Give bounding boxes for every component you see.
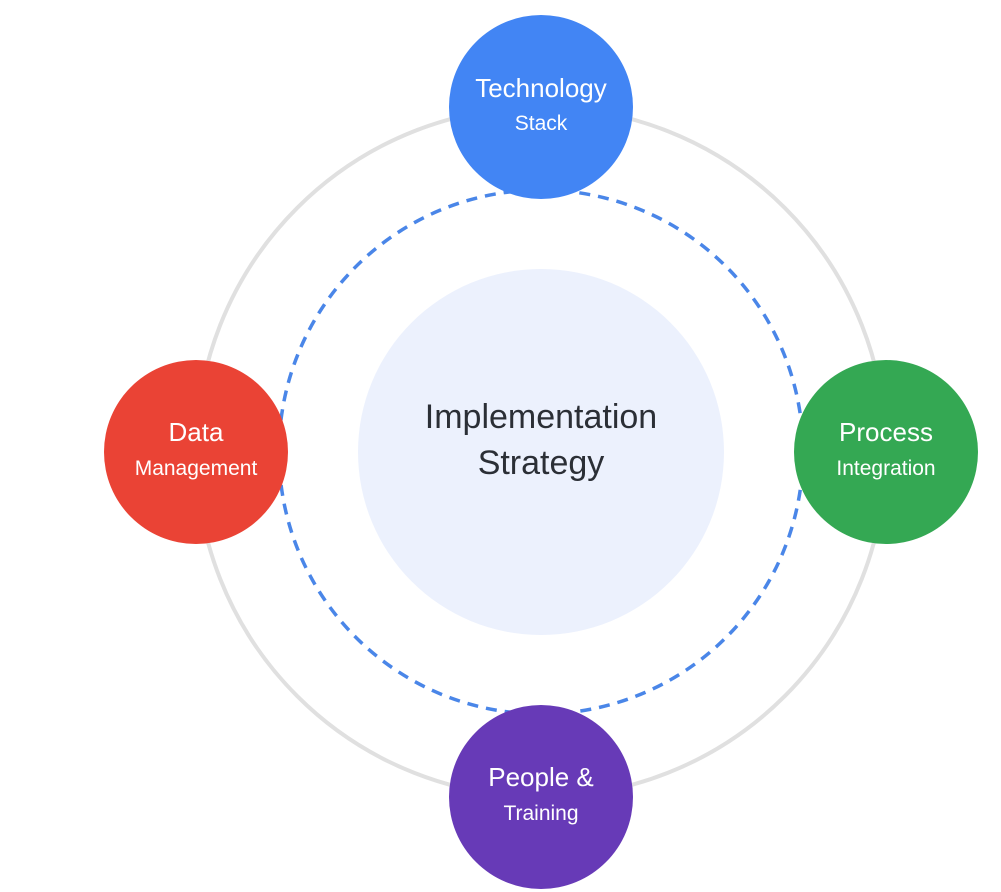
node-technology[interactable]: Technology Stack	[449, 15, 633, 199]
node-technology-title: Technology	[475, 73, 607, 103]
node-people[interactable]: People & Training	[449, 705, 633, 889]
node-technology-subtitle: Stack	[515, 112, 568, 135]
node-data-subtitle: Management	[135, 457, 258, 480]
center-title-line1: Implementation	[425, 398, 657, 436]
node-data-title: Data	[169, 417, 224, 447]
center-title-line2: Strategy	[478, 444, 605, 482]
node-process-circle[interactable]	[794, 360, 978, 544]
node-people-title: People &	[488, 762, 594, 792]
center-hub: Implementation Strategy	[358, 269, 724, 635]
node-data-circle[interactable]	[104, 360, 288, 544]
node-people-circle[interactable]	[449, 705, 633, 889]
node-people-subtitle: Training	[503, 802, 578, 825]
node-technology-circle[interactable]	[449, 15, 633, 199]
node-process[interactable]: Process Integration	[794, 360, 978, 544]
node-process-subtitle: Integration	[836, 457, 935, 480]
node-process-title: Process	[839, 417, 933, 447]
center-circle	[358, 269, 724, 635]
node-data[interactable]: Data Management	[104, 360, 288, 544]
